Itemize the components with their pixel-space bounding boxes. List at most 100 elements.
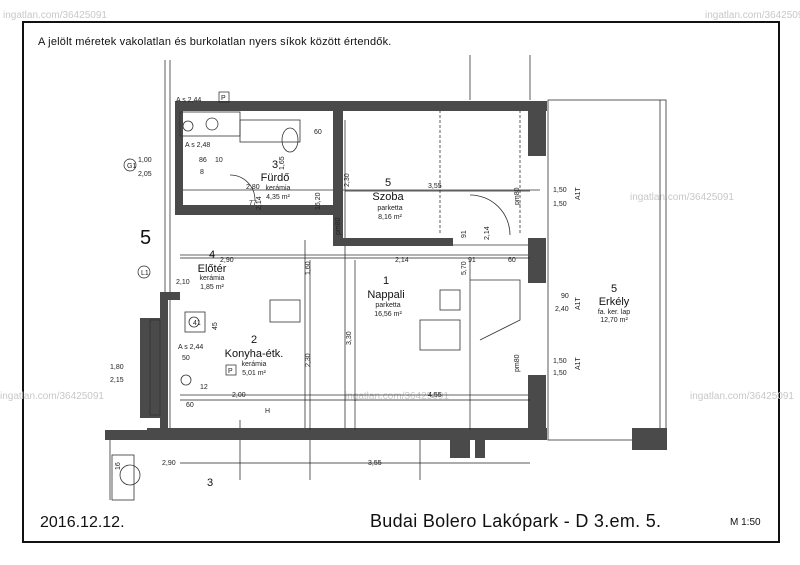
watermark: ingatlan.com/36425091	[3, 10, 107, 21]
room-label-2: 2 Konyha-étk. kerámia 5,01 m²	[225, 334, 284, 377]
dim-label: 2,10	[176, 279, 190, 286]
dim-label: A s 2,44	[176, 97, 201, 104]
plan-scale: M 1:50	[730, 517, 761, 528]
room-number: 5	[385, 177, 391, 189]
dim-label: 16	[115, 462, 122, 470]
room-name: Szoba	[372, 191, 404, 203]
dim-label: 10	[215, 157, 223, 164]
watermark: ingatlan.com/36425091	[690, 391, 794, 402]
fixtures	[111, 111, 521, 501]
dim-label: 5,70	[461, 261, 468, 275]
room-name: Konyha-étk.	[225, 348, 284, 360]
section-tag: L1	[141, 270, 149, 277]
room-floor: kerámia	[200, 275, 225, 282]
room-number: 3	[272, 159, 278, 171]
room-floor: kerámia	[266, 185, 291, 192]
dim-label: A s 2,44	[178, 344, 203, 351]
section-tag: G1	[127, 163, 136, 170]
room-number: 1	[383, 275, 389, 287]
apartment-number: 5	[140, 227, 151, 249]
window-tag: A1T	[575, 186, 582, 200]
dim-label: 60	[508, 257, 516, 264]
dim-label: 1,50	[553, 358, 567, 365]
dim-label: 41	[193, 320, 201, 327]
door-tag: pm80	[514, 187, 521, 205]
dim-label: 2,90	[220, 257, 234, 264]
room-floor: kerámia	[242, 361, 267, 368]
dim-label: 77	[249, 200, 257, 207]
window-tag: A1T	[575, 296, 582, 310]
dim-label: 91	[468, 257, 476, 264]
room-area: 4,35 m²	[266, 194, 290, 201]
electric-panel-tag: P	[228, 368, 233, 375]
dim-label: 2,30	[344, 173, 351, 187]
dim-label: 3,55	[368, 460, 382, 467]
room-area: 16,56 m²	[374, 311, 402, 318]
dim-label: A s 2,48	[185, 142, 210, 149]
room-area: 1,85 m²	[200, 284, 224, 291]
room-floor: parketta	[375, 302, 400, 309]
dim-label: 1,50	[553, 187, 567, 194]
dim-label: 2,90	[162, 460, 176, 467]
dim-label: 1,60	[305, 261, 312, 275]
room-label-erkely: 5 Erkély fa. ker. lap 12,70 m²	[598, 283, 630, 324]
dim-label: 60	[186, 402, 194, 409]
walls	[105, 101, 667, 458]
drawing-frame	[22, 21, 780, 543]
dim-label: 1,50	[553, 201, 567, 208]
room-area: 12,70 m²	[600, 317, 628, 324]
room-floor: parketta	[377, 205, 402, 212]
dim-label: 91	[461, 230, 468, 238]
dimension-labels: 3,55 3,55 4,55 2,90 2,90 2,14 2,14 2,14 …	[110, 97, 569, 470]
window-tag: A1T	[575, 356, 582, 370]
door-tag: pm80	[514, 354, 521, 372]
dim-label: 1,80	[110, 364, 124, 371]
dim-label: 50	[182, 355, 190, 362]
dim-label: 2,14	[256, 196, 263, 210]
plan-tags: P P H 3 G1 L1 A1T A1T A1T pm80 pm80 pm80	[123, 91, 582, 489]
dim-label: 2,80	[246, 184, 260, 191]
room-name: Erkély	[599, 296, 630, 308]
dim-label: 1,65	[279, 156, 286, 170]
room-label-3: 3 Fürdő kerámia 4,35 m²	[261, 159, 291, 201]
watermark: ingatlan.com/36425091	[705, 10, 800, 21]
room-label-4: 4 Előtér kerámia 1,85 m²	[198, 249, 227, 291]
watermark: ingatlan.com/36425091	[0, 391, 104, 402]
room-number: 4	[209, 249, 215, 261]
dim-label: 1,50	[553, 370, 567, 377]
room-label-5: 5 Szoba parketta 8,16 m²	[372, 177, 404, 221]
plan-date: 2016.12.12.	[40, 514, 125, 531]
neighbor-room-number: 3	[207, 477, 213, 489]
dim-label: 16,20	[315, 192, 322, 210]
dim-label: 2,40	[555, 306, 569, 313]
dim-label: 8	[200, 169, 204, 176]
dimension-lines	[180, 190, 530, 464]
room-area: 5,01 m²	[242, 370, 266, 377]
dim-label: 3,55	[428, 183, 442, 190]
room-label-1: 1 Nappali parketta 16,56 m²	[367, 275, 404, 318]
structure-lines	[109, 55, 667, 500]
dim-label: 4,55	[428, 392, 442, 399]
dim-label: 2,14	[484, 226, 491, 240]
plan-title: Budai Bolero Lakópark - D 3.em. 5.	[370, 511, 662, 531]
room-name: Fürdő	[261, 172, 290, 184]
door-tag: pm80	[335, 217, 342, 235]
heater-tag: H	[265, 408, 270, 415]
dim-label: 45	[212, 322, 219, 330]
room-number: 2	[251, 334, 257, 346]
dim-label: 1,00	[138, 157, 152, 164]
dim-label: 86	[199, 157, 207, 164]
dimension-note: A jelölt méretek vakolatlan és burkolatl…	[38, 36, 392, 48]
room-floor: fa. ker. lap	[598, 309, 630, 316]
dim-label: 90	[561, 293, 569, 300]
dim-label: 2,05	[138, 171, 152, 178]
dim-label: 60	[314, 129, 322, 136]
dim-label: 2,00	[232, 392, 246, 399]
dim-label: 2,15	[110, 377, 124, 384]
electric-panel-tag: P	[221, 95, 226, 102]
room-name: Nappali	[367, 289, 404, 301]
watermark: ingatlan.com/36425091	[345, 391, 449, 402]
dim-label: 3,30	[346, 331, 353, 345]
room-number: 5	[611, 283, 617, 295]
